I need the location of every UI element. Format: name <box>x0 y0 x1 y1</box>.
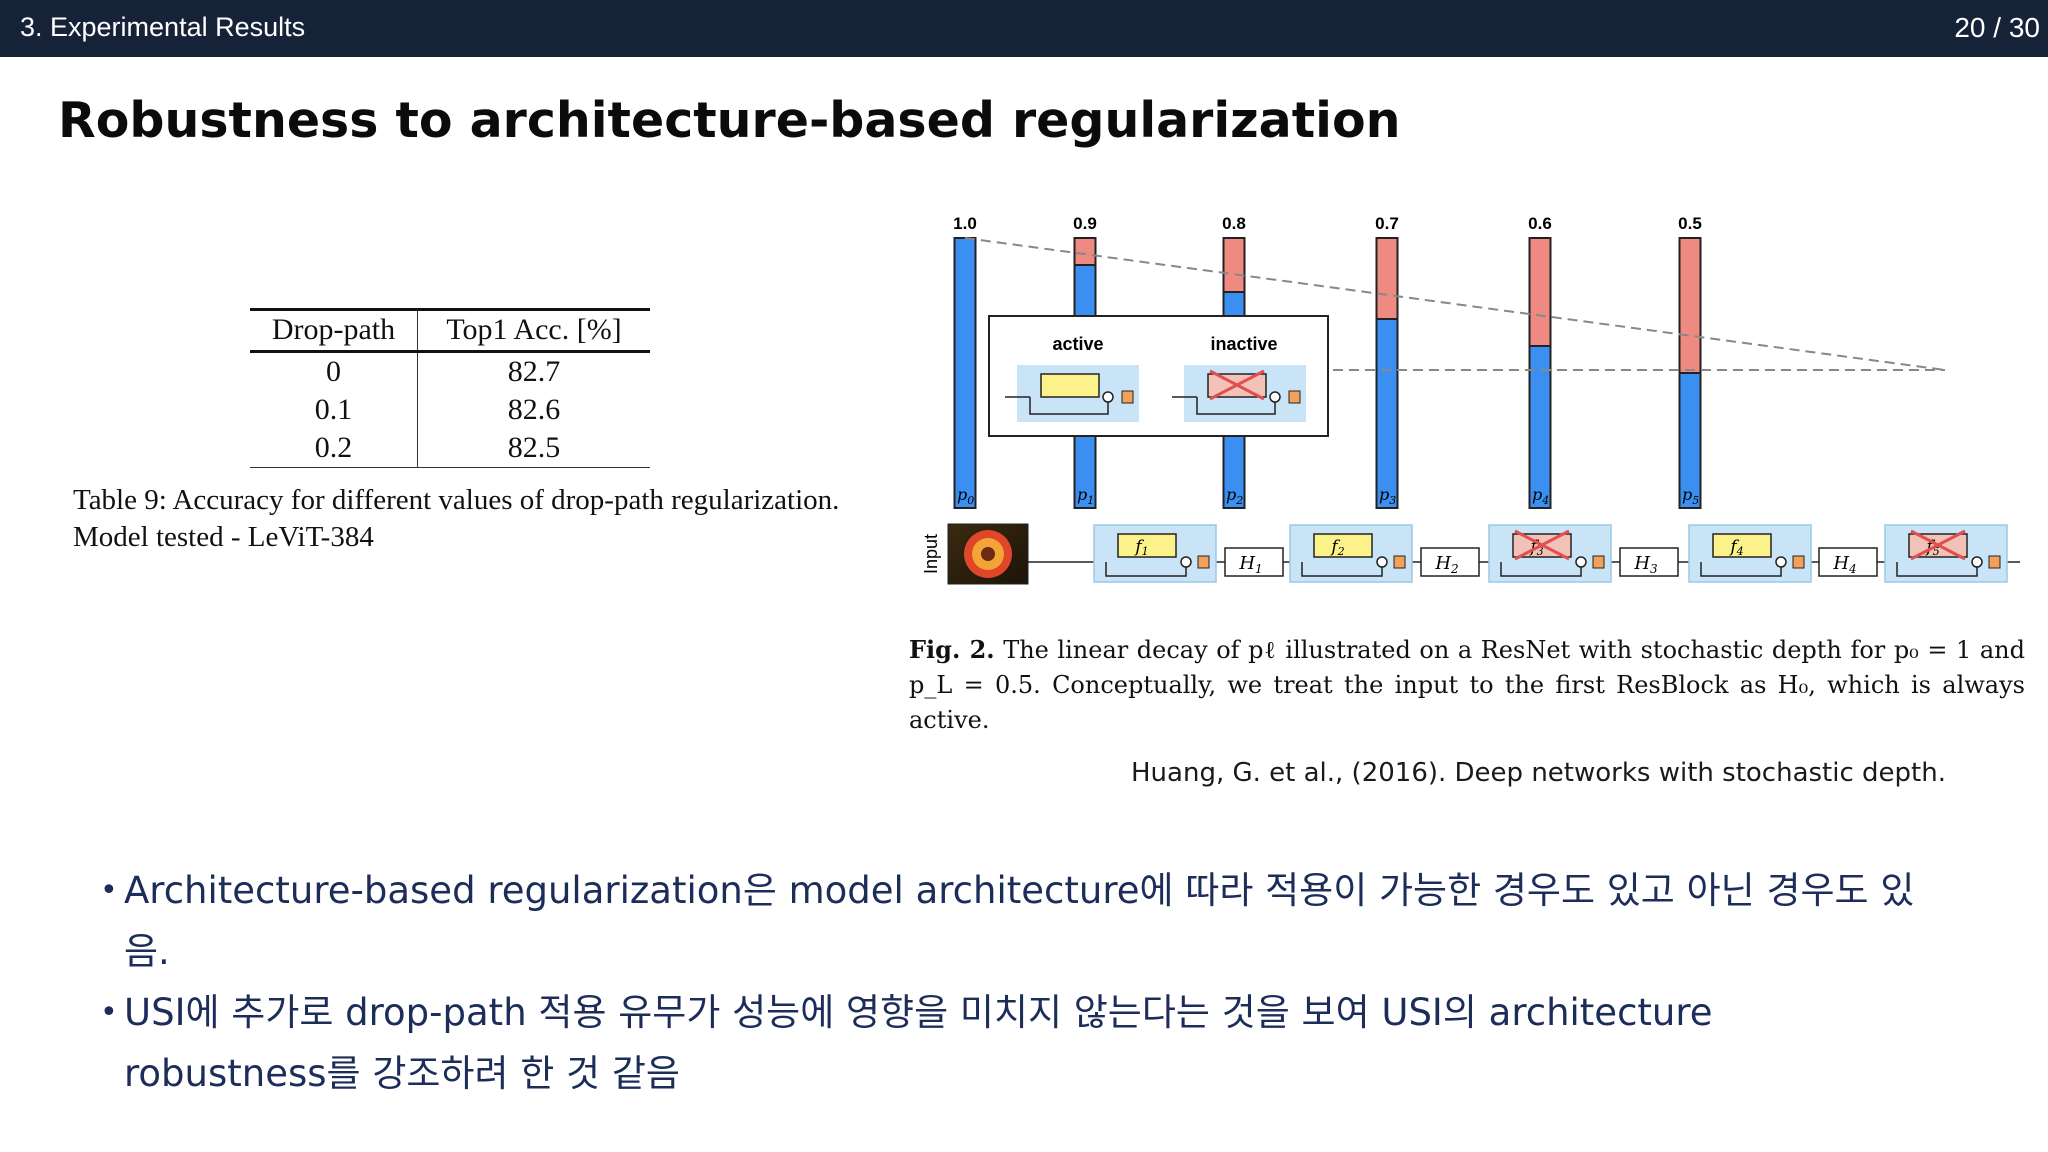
figure-caption-label: Fig. 2. <box>909 635 995 664</box>
citation: Huang, G. et al., (2016). Deep networks … <box>1131 758 1946 788</box>
survival-bar-p0: 1.0p0 <box>953 214 977 509</box>
drop-path-cell: 0.1 <box>250 391 418 429</box>
survival-prob-label: 0.8 <box>1222 214 1246 233</box>
figure-caption: Fig. 2. The linear decay of pℓ illustrat… <box>909 632 2025 738</box>
bullet-dot-icon: • <box>100 873 118 908</box>
survive-segment <box>1678 372 1702 509</box>
resblock-f4: f4 <box>1688 524 1812 583</box>
drop-segment <box>1222 237 1246 293</box>
survival-prob-label: 0.6 <box>1528 214 1552 233</box>
activation-node <box>1792 555 1805 569</box>
table-row: 0 82.7 <box>250 351 650 391</box>
legend-active-label: active <box>1052 334 1103 354</box>
resblock-f5: f5 <box>1884 524 2008 583</box>
input-label: Input <box>921 534 941 574</box>
bullet-text: USI에 추가로 drop-path 적용 유무가 성능에 영향을 미치지 않는… <box>124 991 1713 1095</box>
table-row: 0.1 82.6 <box>250 391 650 429</box>
accuracy-cell: 82.7 <box>507 355 561 388</box>
activation-node <box>1988 555 2001 569</box>
page-number: 20 / 30 <box>1954 12 2040 43</box>
bullet-item: •Architecture-based regularization은 mode… <box>100 860 1924 982</box>
legend-inactive-label: inactive <box>1210 334 1277 354</box>
survival-bar-p5: 0.5p5 <box>1678 214 1702 509</box>
results-table: Drop-path Top1 Acc. [%] 0 82.7 0.1 82.6 … <box>250 308 650 468</box>
function-box <box>1712 533 1772 558</box>
linear-decay-line <box>964 237 1946 371</box>
resblock-f3: f3 <box>1488 524 1612 583</box>
drop-segment <box>1528 237 1552 347</box>
activation-node <box>1393 555 1406 569</box>
column-header-top1-acc: Top1 Acc. [%] <box>417 308 650 353</box>
drop-segment <box>1073 237 1097 266</box>
section-title: 3. Experimental Results <box>20 12 306 42</box>
drop-path-cell: 0 <box>250 351 418 391</box>
add-node-icon <box>1971 556 1983 568</box>
survival-bar-p3: 0.7p3 <box>1375 214 1399 509</box>
legend-box: active inactive <box>988 315 1329 437</box>
resblocks: f1 f2 f3 f4 f5 H1 H2 H3 H4 <box>1093 524 2008 583</box>
table-row: 0.2 82.5 <box>250 429 650 468</box>
network-row: Input f1 f2 f3 f4 f5 H1 H2 H3 H4 <box>921 523 2020 585</box>
add-node-icon <box>1575 556 1587 568</box>
legend-inactive-block <box>1172 365 1306 422</box>
results-table-container: Drop-path Top1 Acc. [%] 0 82.7 0.1 82.6 … <box>250 308 650 468</box>
header-bar: 3. Experimental Results 20 / 30 <box>0 0 2048 57</box>
survival-prob-label: 0.7 <box>1375 214 1399 233</box>
bullet-item: •USI에 추가로 drop-path 적용 유무가 성능에 영향을 미치지 않… <box>100 982 1924 1104</box>
hidden-state-H3: H3 <box>1619 547 1679 577</box>
drop-path-cell: 0.2 <box>250 429 418 468</box>
add-node-icon <box>1180 556 1192 568</box>
drop-segment <box>1375 237 1399 320</box>
table-caption: Table 9: Accuracy for different values o… <box>73 484 840 553</box>
slide-title: Robustness to architecture-based regular… <box>58 92 1401 149</box>
add-node-icon <box>1775 556 1787 568</box>
hidden-state-H2: H2 <box>1420 547 1480 577</box>
input-image <box>947 523 1029 585</box>
accuracy-cell: 82.5 <box>417 429 650 468</box>
hidden-state-H1: H1 <box>1224 547 1284 577</box>
survive-segment <box>953 237 977 509</box>
survive-segment <box>1528 345 1552 509</box>
resblock-f2: f2 <box>1289 524 1413 583</box>
survival-prob-label: 0.5 <box>1678 214 1702 233</box>
legend-active-block <box>1005 365 1139 422</box>
survive-segment <box>1375 318 1399 509</box>
drop-segment <box>1678 237 1702 374</box>
survival-prob-label: 1.0 <box>953 214 977 233</box>
bullet-text: Architecture-based regularization은 model… <box>124 869 1915 973</box>
add-node-icon <box>1376 556 1388 568</box>
survival-bar-p4: 0.6p4 <box>1528 214 1552 509</box>
column-header-drop-path: Drop-path <box>250 308 418 353</box>
activation-node <box>1197 555 1210 569</box>
hidden-state-H4: H4 <box>1818 547 1878 577</box>
resblock-f1: f1 <box>1093 524 1217 583</box>
activation-node <box>1592 555 1605 569</box>
function-box <box>1117 533 1177 558</box>
survival-prob-label: 0.9 <box>1073 214 1097 233</box>
accuracy-cell: 82.6 <box>507 393 561 426</box>
function-box <box>1313 533 1373 558</box>
figure-caption-text: The linear decay of pℓ illustrated on a … <box>909 636 2025 734</box>
bullet-dot-icon: • <box>100 995 118 1030</box>
bullet-list: •Architecture-based regularization은 mode… <box>100 860 1924 1104</box>
